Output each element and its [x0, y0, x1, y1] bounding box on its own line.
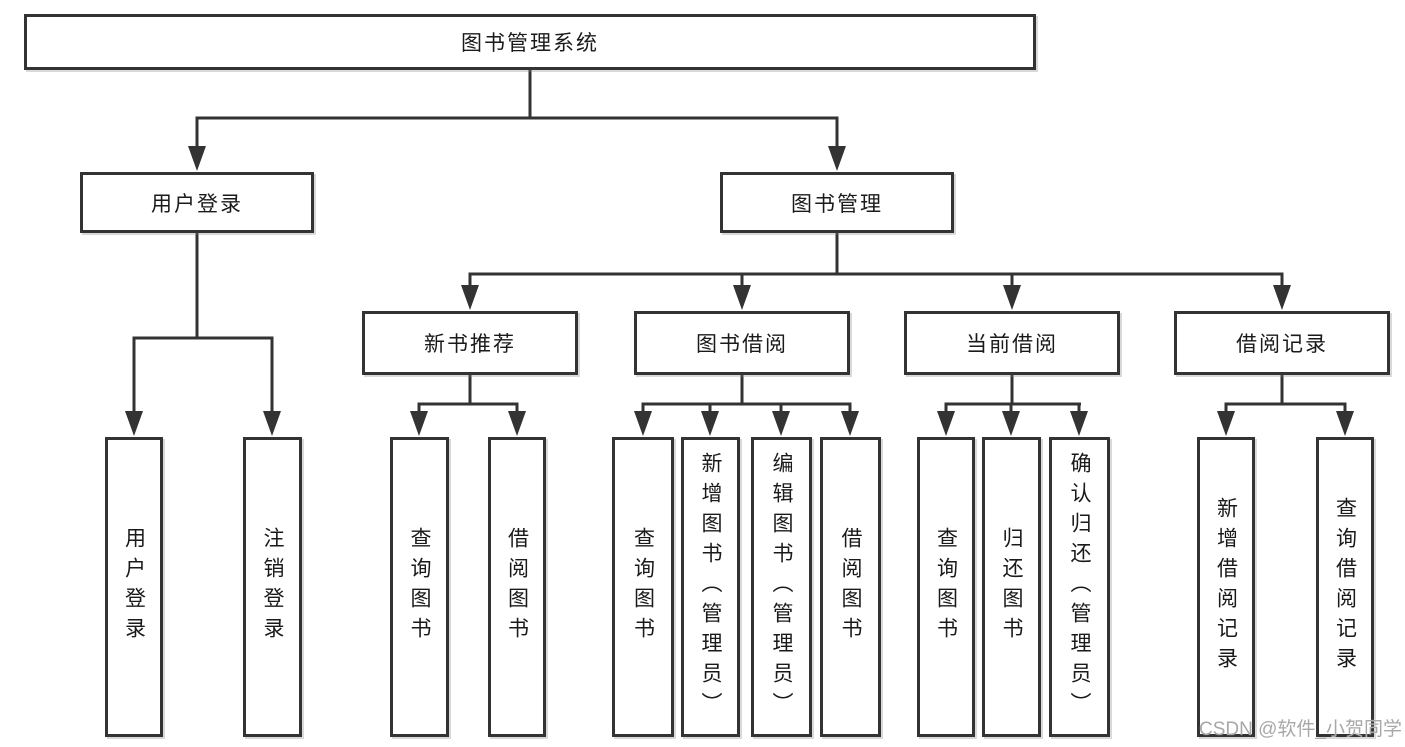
leaf-br-query-record: 查询借阅记录	[1316, 437, 1374, 737]
leaf-bb-add-books-admin-label: 新增图书（管理员）	[699, 452, 722, 722]
node-current-borrow: 当前借阅	[904, 311, 1120, 375]
leaf-nbr-borrow-books-label: 借阅图书	[505, 527, 529, 647]
leaf-nbr-query-books-label: 查询图书	[408, 527, 431, 647]
leaf-br-add-record-label: 新增借阅记录	[1214, 497, 1238, 677]
leaf-bb-borrow-books: 借阅图书	[820, 437, 881, 737]
leaf-cb-confirm-return-admin-label: 确认归还（管理员）	[1068, 452, 1091, 722]
leaf-cb-query-books: 查询图书	[917, 437, 975, 737]
leaf-bb-borrow-books-label: 借阅图书	[839, 527, 862, 647]
leaf-br-add-record: 新增借阅记录	[1197, 437, 1255, 737]
node-borrow-record: 借阅记录	[1174, 311, 1390, 375]
leaf-user-login-label: 用户登录	[122, 527, 146, 647]
csdn-watermark: CSDN @软件_小贺同学	[1199, 719, 1402, 740]
node-new-book-recommend: 新书推荐	[362, 311, 578, 375]
arrowheads	[125, 146, 1354, 436]
leaf-bb-edit-books-admin: 编辑图书（管理员）	[751, 437, 812, 737]
leaf-bb-query-books: 查询图书	[612, 437, 674, 737]
leaf-user-login: 用户登录	[105, 437, 163, 737]
leaf-br-query-record-label: 查询借阅记录	[1333, 497, 1357, 677]
leaf-cb-confirm-return-admin: 确认归还（管理员）	[1049, 437, 1110, 737]
node-root-system: 图书管理系统	[24, 14, 1036, 70]
leaf-logout-label: 注销登录	[261, 527, 284, 647]
node-book-borrow: 图书借阅	[634, 311, 850, 375]
leaf-bb-query-books-label: 查询图书	[631, 527, 655, 647]
leaf-bb-add-books-admin: 新增图书（管理员）	[681, 437, 740, 737]
leaf-nbr-query-books: 查询图书	[390, 437, 449, 737]
leaf-nbr-borrow-books: 借阅图书	[488, 437, 546, 737]
leaf-cb-query-books-label: 查询图书	[934, 527, 958, 647]
leaf-cb-return-books: 归还图书	[982, 437, 1041, 737]
node-book-management: 图书管理	[720, 172, 954, 233]
leaf-logout: 注销登录	[243, 437, 302, 737]
leaf-cb-return-books-label: 归还图书	[1000, 527, 1023, 647]
node-user-login: 用户登录	[80, 172, 314, 233]
leaf-bb-edit-books-admin-label: 编辑图书（管理员）	[770, 452, 793, 722]
